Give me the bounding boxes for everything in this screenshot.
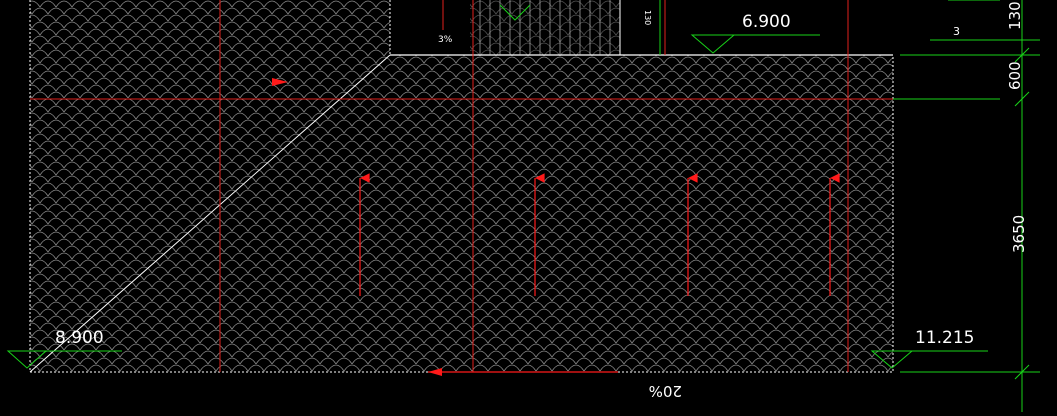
bottom-slope-label: 20% [649, 382, 682, 400]
flag-arrow-icon [272, 78, 288, 86]
tile-hatch-upper-left [30, 0, 390, 55]
hip-line [29, 54, 391, 373]
dim-3650-label: 3650 [1010, 215, 1028, 253]
elevation-left-label: 8.900 [55, 328, 104, 348]
elevation-marker-top: 6.900 [690, 12, 820, 54]
dim-600-label: 600 [1006, 61, 1024, 90]
dim-3-small-label: 3 [953, 25, 960, 38]
elevation-marker-right: 11.215 [870, 328, 988, 369]
tile-hatch-roof [30, 55, 893, 372]
roof-outline [29, 0, 894, 373]
bottom-slope-arrow-icon [428, 368, 442, 376]
top-v-mark [499, 4, 531, 21]
top-slope-label: 3% [438, 35, 453, 45]
top-gutter-lines [479, 0, 611, 55]
tile-hatch-top-strip [470, 0, 620, 55]
dim-130-label: 130 [1006, 1, 1024, 30]
elevation-right-label: 11.215 [915, 328, 974, 348]
elevation-top-label: 6.900 [742, 12, 791, 32]
elevation-marker-left: 8.900 [6, 328, 122, 369]
right-dimension-chain [900, 0, 1040, 412]
dim-130-small-label: 130 [643, 10, 652, 25]
